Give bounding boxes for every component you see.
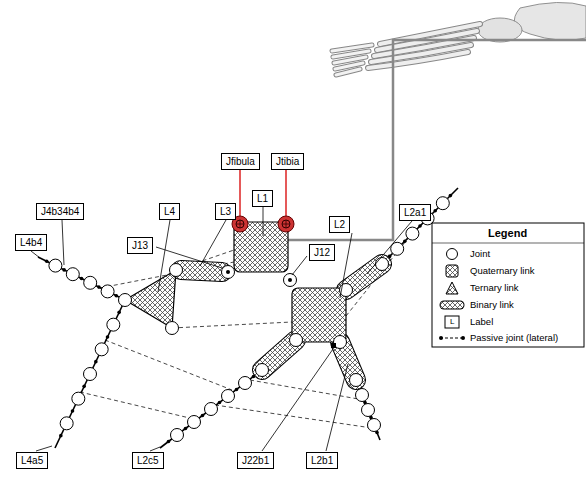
label-box: Jtibia bbox=[271, 153, 304, 170]
leader-line bbox=[326, 364, 348, 451]
leader-line bbox=[150, 447, 160, 451]
label-text: L2 bbox=[334, 219, 345, 230]
leader-line bbox=[200, 220, 226, 266]
label-box: L4a5 bbox=[16, 452, 48, 469]
leader-line bbox=[292, 256, 307, 275]
leader-line bbox=[62, 220, 64, 265]
joint-symbol bbox=[222, 266, 235, 279]
leader-line bbox=[340, 233, 352, 298]
joint-marker bbox=[331, 343, 336, 348]
toe-chain bbox=[38, 257, 125, 300]
leader-line bbox=[36, 446, 52, 451]
ground-line bbox=[285, 170, 287, 216]
joint-symbol bbox=[119, 294, 132, 307]
label-text: Jfibula bbox=[226, 156, 255, 167]
leader-line bbox=[158, 220, 170, 292]
label-text: L2c5 bbox=[137, 455, 159, 466]
label-text: L3 bbox=[220, 206, 231, 217]
label-box: L3 bbox=[215, 203, 236, 220]
joint-symbol bbox=[256, 364, 269, 377]
ground-joint bbox=[278, 216, 294, 232]
joint-symbol bbox=[284, 274, 297, 287]
label-text: J22b1 bbox=[242, 455, 269, 466]
passive-lateral-joint bbox=[105, 340, 232, 390]
joint-symbol bbox=[290, 334, 303, 347]
label-text: L1 bbox=[257, 193, 268, 204]
passive-lateral-joint bbox=[80, 392, 198, 420]
label-text: L4 bbox=[164, 206, 175, 217]
legend-entry: Label bbox=[470, 316, 493, 328]
leader-line bbox=[262, 349, 333, 451]
legend-sample-text: L bbox=[450, 316, 454, 328]
passive-lateral-joint bbox=[172, 322, 292, 328]
label-text: L2b1 bbox=[311, 455, 333, 466]
legend-entry: Quaternary link bbox=[470, 265, 534, 277]
label-box: Jfibula bbox=[221, 153, 260, 170]
foot-skeleton bbox=[332, 2, 586, 75]
leader-line bbox=[263, 206, 264, 236]
label-text: L4b4 bbox=[20, 237, 42, 248]
label-box: J12 bbox=[309, 244, 335, 261]
ternary-link bbox=[125, 270, 176, 328]
passive-lateral-joint bbox=[215, 405, 372, 428]
label-box: L2b1 bbox=[306, 452, 338, 469]
label-box: L2a1 bbox=[399, 204, 431, 221]
joint-symbol bbox=[170, 264, 183, 277]
joint-symbol bbox=[166, 322, 179, 335]
label-box: L4 bbox=[159, 203, 180, 220]
label-text: J4b34b4 bbox=[41, 206, 79, 217]
legend-title: Legend bbox=[488, 227, 527, 239]
legend-entry: Binary link bbox=[470, 299, 514, 311]
passive-lateral-joint bbox=[346, 236, 410, 316]
label-text: L2a1 bbox=[404, 207, 426, 218]
label-box: L2c5 bbox=[132, 452, 164, 469]
leader-line bbox=[156, 247, 222, 268]
legend-entry: Ternary link bbox=[470, 282, 519, 294]
label-box: L4b4 bbox=[15, 234, 47, 251]
callout-frame bbox=[261, 40, 586, 240]
leader-line bbox=[367, 221, 412, 274]
label-box: L2 bbox=[329, 216, 350, 233]
label-box: J4b34b4 bbox=[36, 203, 84, 220]
toe-chain bbox=[160, 370, 262, 448]
legend-entry: Passive joint (lateral) bbox=[470, 332, 558, 344]
label-box: J13 bbox=[127, 237, 153, 254]
label-text: Jtibia bbox=[276, 156, 299, 167]
label-box: L1 bbox=[252, 190, 273, 207]
binary-link bbox=[181, 270, 222, 272]
legend-box bbox=[432, 223, 584, 347]
label-text: J13 bbox=[132, 240, 148, 251]
joint-symbol bbox=[376, 258, 389, 271]
label-text: J12 bbox=[314, 247, 330, 258]
quaternary-link bbox=[292, 288, 346, 342]
label-box: J22b1 bbox=[237, 452, 274, 469]
ground-line bbox=[239, 170, 241, 216]
leader-line bbox=[31, 251, 40, 258]
foot-mechanism bbox=[38, 170, 458, 448]
toe-chain bbox=[55, 300, 125, 448]
joint-symbol bbox=[350, 374, 363, 387]
legend-entry: Joint bbox=[470, 248, 490, 260]
label-text: L4a5 bbox=[21, 455, 43, 466]
